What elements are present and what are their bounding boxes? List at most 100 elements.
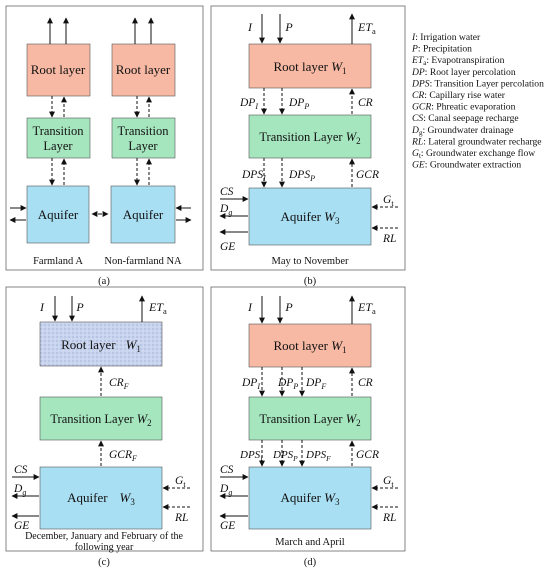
label-precipitation: P bbox=[75, 300, 84, 314]
aquifer-box-farmland bbox=[26, 185, 90, 244]
label-cs: CS bbox=[14, 464, 28, 476]
transition-layer-label: Transition Layer W2 bbox=[50, 412, 151, 428]
panel-c-letter: (c) bbox=[98, 557, 110, 568]
label-et: ETa bbox=[357, 300, 376, 316]
aquifer-label: Aquifer W3 bbox=[280, 490, 340, 507]
transition-label-nonfarmland-2: Layer bbox=[128, 139, 158, 153]
label-cr: CR bbox=[358, 377, 373, 389]
label-rl: RL bbox=[382, 512, 396, 524]
label-dp-p: DPP bbox=[277, 377, 298, 391]
panel-d-letter: (d) bbox=[304, 557, 317, 568]
label-cr-f: CRF bbox=[109, 377, 129, 391]
panel-a: Root layer Root layer Transition Layer T… bbox=[5, 5, 204, 287]
transition-label-farmland-1: Transition bbox=[33, 124, 85, 138]
panel-c-frame bbox=[5, 286, 204, 552]
label-ge: GE bbox=[220, 241, 235, 253]
aquifer-label: Aquifer W3 bbox=[280, 209, 340, 226]
transition-layer-label: Transition Layer W2 bbox=[259, 130, 360, 146]
legend-entry: DP: Root layer percolation bbox=[411, 67, 516, 78]
root-layer-box-farmland bbox=[26, 43, 91, 97]
label-gt: Gt bbox=[383, 475, 394, 489]
label-cr: CR bbox=[358, 97, 373, 109]
label-ge: GE bbox=[14, 520, 29, 532]
transition-layer-box bbox=[248, 114, 372, 159]
label-et: ETa bbox=[148, 300, 167, 316]
panel-b-letter: (b) bbox=[304, 276, 317, 287]
label-dps-f: DPSF bbox=[305, 449, 331, 463]
transition-layer-label: Transition Layer W2 bbox=[259, 412, 360, 428]
transition-layer-box-farmland bbox=[26, 117, 91, 159]
label-irrigation: I bbox=[39, 300, 45, 314]
panel-d-frame bbox=[210, 286, 406, 552]
panel-b-arrows bbox=[219, 13, 398, 235]
label-dg: Dg bbox=[219, 483, 232, 497]
panel-d: Root layer W1 Transition Layer W2 Aquife… bbox=[210, 286, 406, 568]
label-precipitation: P bbox=[284, 300, 293, 314]
label-dg: Dg bbox=[13, 483, 26, 497]
aquifer-label-nonfarmland: Aquifer bbox=[123, 207, 164, 222]
panel-d-arrows bbox=[219, 295, 398, 519]
label-dps-i: DPSI bbox=[241, 169, 266, 183]
root-layer-box-nonfarmland bbox=[111, 43, 176, 97]
transition-label-farmland-2: Layer bbox=[43, 139, 73, 153]
label-dp-p: DPP bbox=[288, 97, 309, 111]
label-irrigation: I bbox=[247, 20, 253, 34]
label-cs: CS bbox=[220, 186, 234, 198]
label-rl: RL bbox=[382, 233, 396, 245]
legend-entry: GCR: Phreatic evaporation bbox=[412, 102, 516, 113]
legend-entry: P: Precipitation bbox=[411, 44, 472, 55]
transition-label-nonfarmland-1: Transition bbox=[118, 124, 170, 138]
label-dps-p: DPSP bbox=[272, 449, 298, 463]
label-cs: CS bbox=[220, 464, 234, 476]
label-rl: RL bbox=[174, 512, 188, 524]
root-layer-box bbox=[248, 43, 372, 89]
label-dp-f: DPF bbox=[305, 377, 326, 391]
label-precipitation: P bbox=[284, 20, 293, 34]
label-gt: Gt bbox=[175, 475, 186, 489]
label-gt: Gt bbox=[383, 194, 394, 208]
legend-entry: Dg: Groundwater drainage bbox=[411, 125, 514, 137]
aquifer-label-farmland: Aquifer bbox=[38, 207, 79, 222]
legend-entry: Gt: Groundwater exchange flow bbox=[412, 148, 535, 160]
legend-entry: I: Irrigation water bbox=[411, 32, 481, 43]
caption-farmland: Farmland A bbox=[33, 256, 83, 267]
panel-a-frame bbox=[5, 5, 204, 271]
root-layer-label: Root layer W1 bbox=[273, 59, 346, 76]
label-et: ETa bbox=[357, 20, 376, 36]
transition-layer-box bbox=[39, 396, 163, 441]
legend-entry: CR: Capillary rise water bbox=[412, 90, 506, 101]
transition-layer-box-nonfarmland bbox=[111, 117, 176, 159]
caption-march-april: March and April bbox=[275, 537, 344, 548]
caption-may-november: May to November bbox=[272, 256, 349, 267]
caption-winter-2: following year bbox=[75, 542, 134, 553]
panel-b-frame bbox=[210, 5, 406, 271]
aquifer-box bbox=[248, 466, 372, 530]
aquifer-box-nonfarmland bbox=[110, 185, 176, 244]
root-layer-box-frozen bbox=[39, 321, 163, 367]
legend-entry: CS: Canal seepage recharge bbox=[412, 113, 519, 124]
label-irrigation: I bbox=[247, 300, 253, 314]
aquifer-box bbox=[39, 466, 163, 530]
label-dps-p: DPSP bbox=[288, 169, 315, 183]
transition-layer-box bbox=[248, 396, 372, 441]
label-dp-i: DPI bbox=[241, 377, 260, 391]
caption-winter-1: December, January and February of the bbox=[25, 531, 183, 542]
label-gcr-f: GCRF bbox=[109, 449, 137, 463]
root-layer-box bbox=[248, 323, 372, 368]
panel-a-letter: (a) bbox=[98, 276, 110, 287]
caption-nonfarmland: Non-farmland NA bbox=[104, 256, 182, 267]
legend-entry: DPS: Transition Layer percolation bbox=[411, 78, 544, 89]
root-layer-label-farmland: Root layer bbox=[31, 62, 86, 77]
legend-entry: GE: Groundwater extraction bbox=[412, 160, 521, 171]
panel-b: Root layer W1 Transition Layer W2 Aquife… bbox=[210, 5, 406, 287]
legend-entry: RL: Lateral groundwater recharge bbox=[411, 136, 542, 147]
panel-a-arrows bbox=[9, 17, 192, 223]
label-ge: GE bbox=[220, 520, 235, 532]
panel-c-arrows bbox=[11, 295, 190, 519]
label-gcr: GCR bbox=[356, 169, 379, 181]
